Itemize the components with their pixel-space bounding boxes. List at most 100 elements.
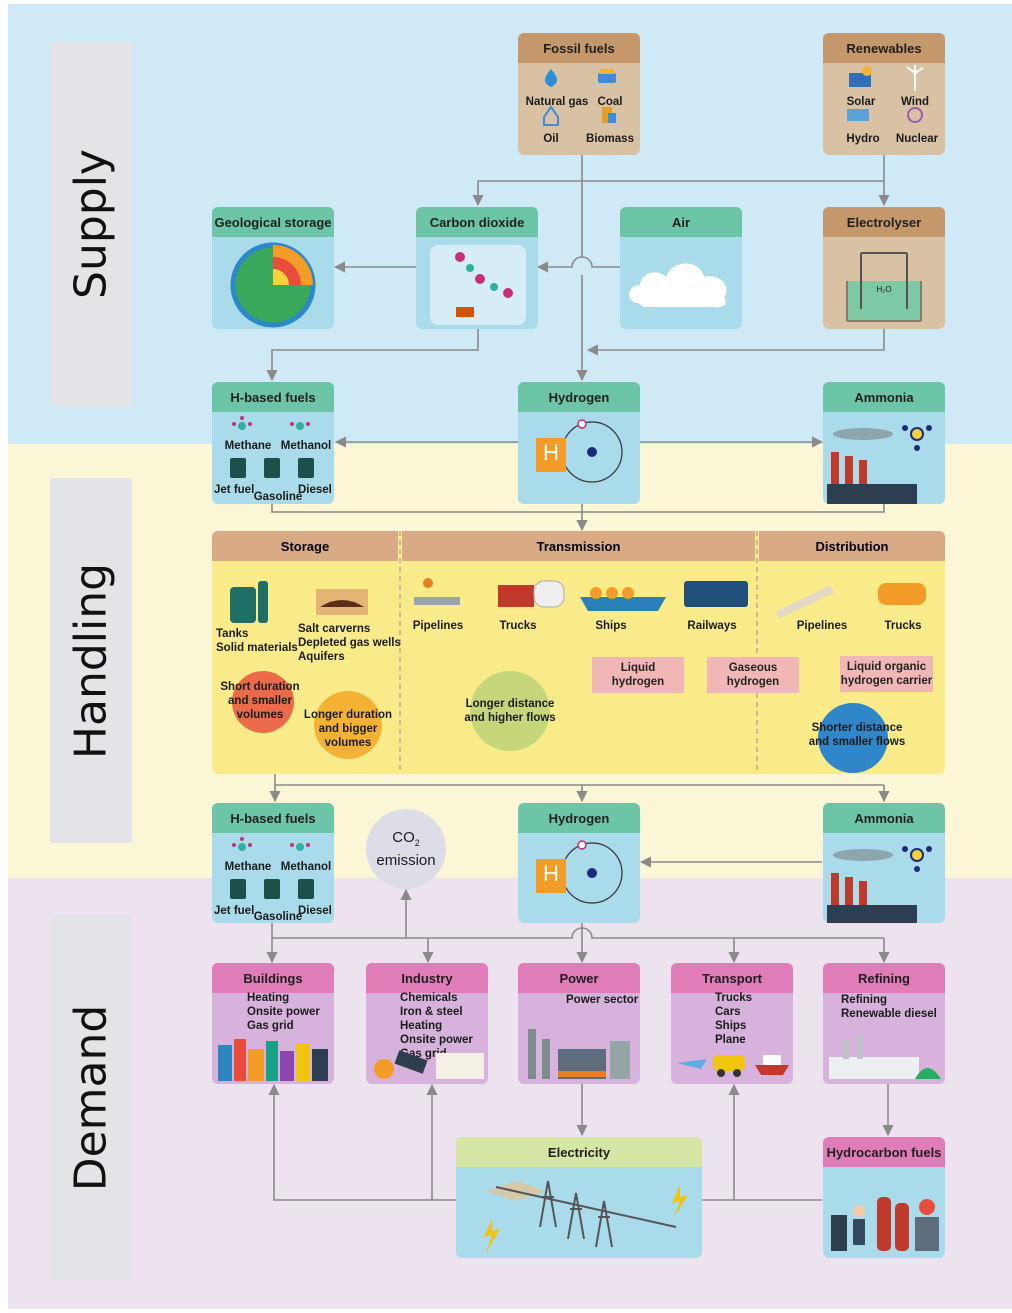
cloud-icon bbox=[629, 263, 727, 308]
ammonia-card-bottom: Ammonia bbox=[823, 803, 945, 923]
gasoline-label-bottom: Gasoline bbox=[253, 911, 303, 923]
co2-text: CO bbox=[392, 829, 415, 846]
transmission-ships-label: Ships bbox=[595, 620, 627, 632]
power-plant-icon bbox=[528, 1029, 630, 1079]
hydrogen-card-top: Hydrogen H bbox=[518, 382, 640, 504]
gaseous-hydrogen-l2: hydrogen bbox=[726, 676, 780, 688]
hydrogen-card-bottom: Hydrogen H bbox=[518, 803, 640, 923]
short-duration-l2: and smaller bbox=[228, 695, 292, 707]
carbon-dioxide-title: Carbon dioxide bbox=[416, 207, 538, 237]
hydrogen-atom-icon-bottom bbox=[536, 840, 623, 904]
jet-fuel-label-bottom: Jet fuel bbox=[214, 905, 255, 917]
fossil-fuels-card: Fossil fuels Natural gas Coal Oil Biomas… bbox=[518, 33, 640, 155]
natural-gas-label: Natural gas bbox=[525, 96, 589, 108]
earth-icon bbox=[230, 242, 316, 328]
hydrocarbon-fuels-card: Hydrocarbon fuels bbox=[823, 1137, 945, 1258]
nuclear-label: Nuclear bbox=[895, 133, 939, 145]
storage-header: Storage bbox=[212, 531, 398, 561]
transmission-header: Transmission bbox=[402, 531, 755, 561]
wind-label: Wind bbox=[901, 96, 929, 108]
h-based-fuels-card-bottom: H-based fuels Methane Methanol Jet fuel … bbox=[212, 803, 334, 923]
buildings-card: Buildings Heating Onsite power Gas grid bbox=[212, 963, 334, 1084]
longer-duration-circle bbox=[314, 691, 382, 759]
methane-label-bottom: Methane bbox=[224, 861, 272, 873]
ammonia-title-bottom: Ammonia bbox=[823, 803, 945, 833]
diesel-label-top: Diesel bbox=[298, 484, 332, 496]
refining-title: Refining bbox=[823, 963, 945, 993]
electrolyser-icon bbox=[846, 252, 922, 322]
distribution-header: Distribution bbox=[759, 531, 945, 561]
water-label: H₂O bbox=[876, 285, 892, 294]
refinery-icon bbox=[829, 1035, 941, 1079]
renewable-diesel-label: Renewable diesel bbox=[841, 1008, 937, 1020]
solar-label: Solar bbox=[846, 96, 876, 108]
industry-onsite-power: Onsite power bbox=[400, 1034, 473, 1046]
storage-title: Storage bbox=[280, 538, 330, 554]
geological-storage-card: Geological storage bbox=[212, 207, 334, 329]
electrolyser-title: Electrolyser bbox=[823, 207, 945, 237]
shorter-distance-l2: and smaller flows bbox=[808, 736, 906, 748]
longer-duration-l1: Longer duration bbox=[303, 709, 393, 721]
ammonia-plant-icon-top bbox=[827, 425, 932, 504]
salt-carverns-label: Salt carverns bbox=[298, 623, 371, 635]
co2-emission-circle: CO2 emission bbox=[366, 809, 446, 889]
industry-title: Industry bbox=[366, 963, 488, 993]
electricity-card: Electricity bbox=[456, 1137, 702, 1258]
tanks-label: Tanks bbox=[216, 628, 249, 640]
industry-card: Industry Chemicals Iron & steel Heating … bbox=[366, 963, 488, 1084]
electrolyser-card: Electrolyser H₂O bbox=[823, 207, 945, 329]
hydrogen-symbol-bottom: H bbox=[543, 861, 559, 886]
longer-distance-circle bbox=[470, 671, 550, 751]
fossil-fuels-title: Fossil fuels bbox=[518, 33, 640, 63]
geological-storage-title: Geological storage bbox=[212, 207, 334, 237]
electricity-title: Electricity bbox=[456, 1137, 702, 1167]
distribution-trucks-label: Trucks bbox=[884, 620, 922, 632]
transmission-trucks-label: Trucks bbox=[499, 620, 537, 632]
ammonia-card-top: Ammonia bbox=[823, 382, 945, 504]
carbon-dioxide-card: Carbon dioxide bbox=[416, 207, 538, 329]
transport-plane: Plane bbox=[715, 1034, 746, 1046]
longer-duration-l3: volumes bbox=[324, 737, 372, 749]
methanol-label-bottom: Methanol bbox=[280, 861, 332, 873]
handling-label-panel: Handling bbox=[50, 478, 132, 843]
ammonia-plant-icon-bottom bbox=[827, 846, 932, 923]
power-sector-label: Power sector bbox=[566, 994, 639, 1006]
refining-card: Refining Refining Renewable diesel bbox=[823, 963, 945, 1084]
city-icon bbox=[218, 1039, 328, 1081]
power-grid-icon bbox=[484, 1180, 688, 1253]
shorter-distance-circle bbox=[818, 703, 888, 773]
hydrogen-symbol-top: H bbox=[543, 440, 559, 465]
biomass-label: Biomass bbox=[586, 133, 634, 145]
hydro-label: Hydro bbox=[846, 133, 880, 145]
aquifers-label: Aquifers bbox=[298, 651, 345, 663]
transport-trucks: Trucks bbox=[715, 992, 753, 1004]
methane-label-top: Methane bbox=[224, 440, 272, 452]
coal-label: Coal bbox=[597, 96, 623, 108]
co2-emission-text: emission bbox=[376, 852, 436, 869]
industry-iron-steel: Iron & steel bbox=[400, 1006, 463, 1018]
liquid-hydrogen-l1: Liquid bbox=[620, 662, 656, 674]
longer-duration-l2: and bigger bbox=[318, 723, 378, 735]
air-card: Air bbox=[620, 207, 742, 329]
co2-emission-formula: CO2 bbox=[392, 829, 420, 852]
buildings-onsite-power: Onsite power bbox=[247, 1006, 320, 1018]
lohc-l1: Liquid organic bbox=[846, 661, 927, 673]
lohc-tag: Liquid organic hydrogen carrier bbox=[840, 656, 933, 692]
depleted-gas-wells-label: Depleted gas wells bbox=[298, 637, 401, 649]
industry-chemicals: Chemicals bbox=[400, 992, 458, 1004]
buildings-gas-grid: Gas grid bbox=[247, 1020, 294, 1032]
buildings-heating: Heating bbox=[247, 992, 290, 1004]
oil-label: Oil bbox=[543, 133, 559, 145]
hydrogen-title-bottom: Hydrogen bbox=[518, 803, 640, 833]
longer-distance-l1: Longer distance bbox=[465, 698, 555, 710]
short-duration-l1: Short duration bbox=[220, 681, 300, 693]
lohc-l2: hydrogen carrier bbox=[840, 675, 933, 687]
h-based-fuels-card-top: H-based fuels Methane Methanol Jet fuel … bbox=[212, 382, 334, 504]
jet-fuel-label-top: Jet fuel bbox=[214, 484, 255, 496]
power-title: Power bbox=[518, 963, 640, 993]
refining-label: Refining bbox=[841, 994, 887, 1006]
longer-distance-l2: and higher flows bbox=[464, 712, 556, 724]
h-based-fuels-title-bottom: H-based fuels bbox=[212, 803, 334, 833]
buildings-title: Buildings bbox=[212, 963, 334, 993]
